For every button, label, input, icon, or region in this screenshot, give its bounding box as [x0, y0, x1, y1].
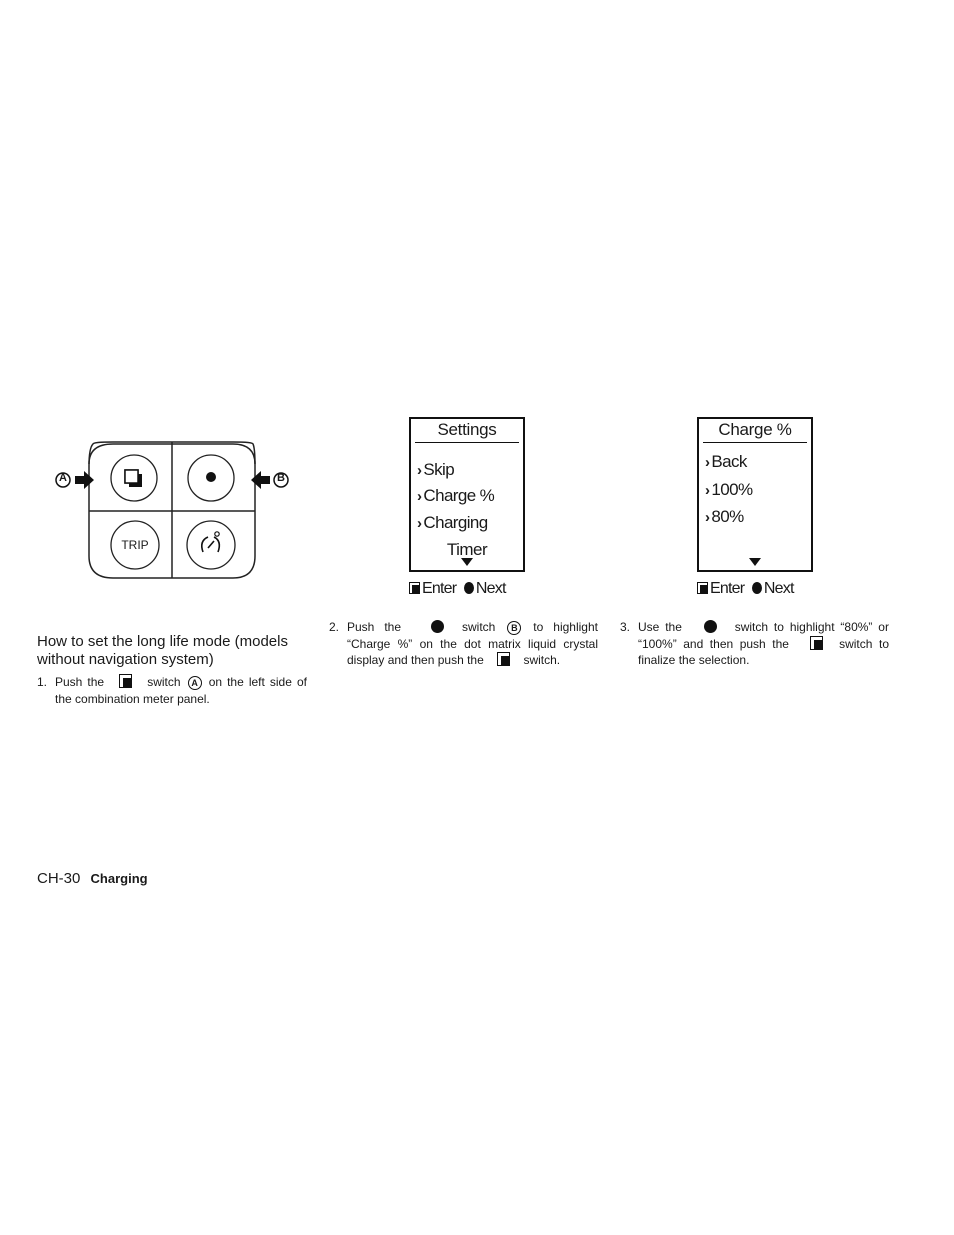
page-number: CH-30: [37, 870, 81, 887]
lcd-menu-item: ›Charging: [417, 513, 488, 532]
scroll-down-icon: [461, 558, 473, 566]
lcd-menu-item-timer: Timer: [446, 540, 488, 559]
lcd-menu-item: ›80%: [705, 507, 744, 526]
chevron-right-icon: ›: [417, 488, 422, 505]
step-3: 3. Use the switch to highlight “80%” or …: [620, 620, 889, 667]
enter-switch-icon: [809, 635, 823, 650]
chevron-right-icon: ›: [705, 509, 710, 526]
enter-icon: [409, 582, 420, 594]
next-switch-icon: [431, 620, 444, 633]
callout-b: B: [277, 472, 285, 484]
lcd-charge-legend: Enter Next: [697, 580, 794, 598]
next-icon: [751, 582, 762, 594]
lcd-settings-title: Settings: [415, 419, 519, 443]
step-2: 2. Push the switch B to highlight “Charg…: [329, 620, 598, 667]
lcd-settings-screen: Settings ›Skip ›Charge % ›Charging Timer: [409, 417, 525, 572]
step-1: 1. Push the switch A on the left side of…: [37, 674, 307, 706]
callout-a: A: [59, 472, 67, 484]
lcd-charge-screen: Charge % ›Back ›100% ›80%: [697, 417, 813, 572]
lcd-menu-item: ›100%: [705, 480, 753, 499]
callout-b-icon: B: [507, 621, 522, 635]
lcd-charge-title: Charge %: [703, 419, 807, 443]
page-footer: CH-30 Charging: [37, 870, 148, 887]
scroll-down-icon: [749, 558, 761, 566]
switch-panel-illustration: A B TRIP: [38, 436, 308, 586]
lcd-menu-item: ›Charge %: [417, 486, 495, 505]
enter-switch-icon: [119, 674, 133, 688]
chevron-right-icon: ›: [417, 462, 422, 479]
chapter-name: Charging: [90, 871, 148, 886]
lcd-settings-legend: Enter Next: [409, 580, 506, 598]
enter-icon: [697, 582, 708, 594]
next-icon: [463, 582, 474, 594]
trip-switch: [110, 520, 160, 570]
callout-a-icon: A: [187, 676, 202, 690]
next-switch-icon: [703, 620, 717, 633]
enter-switch-icon: [497, 652, 511, 666]
lcd-menu-item: ›Skip: [417, 460, 455, 479]
section-heading: How to set the long life mode (models wi…: [37, 633, 288, 668]
lcd-menu-item: ›Back: [705, 452, 747, 471]
chevron-right-icon: ›: [705, 482, 710, 499]
trip-label: TRIP: [121, 538, 149, 552]
chevron-right-icon: ›: [705, 454, 710, 471]
chevron-right-icon: ›: [417, 515, 422, 532]
